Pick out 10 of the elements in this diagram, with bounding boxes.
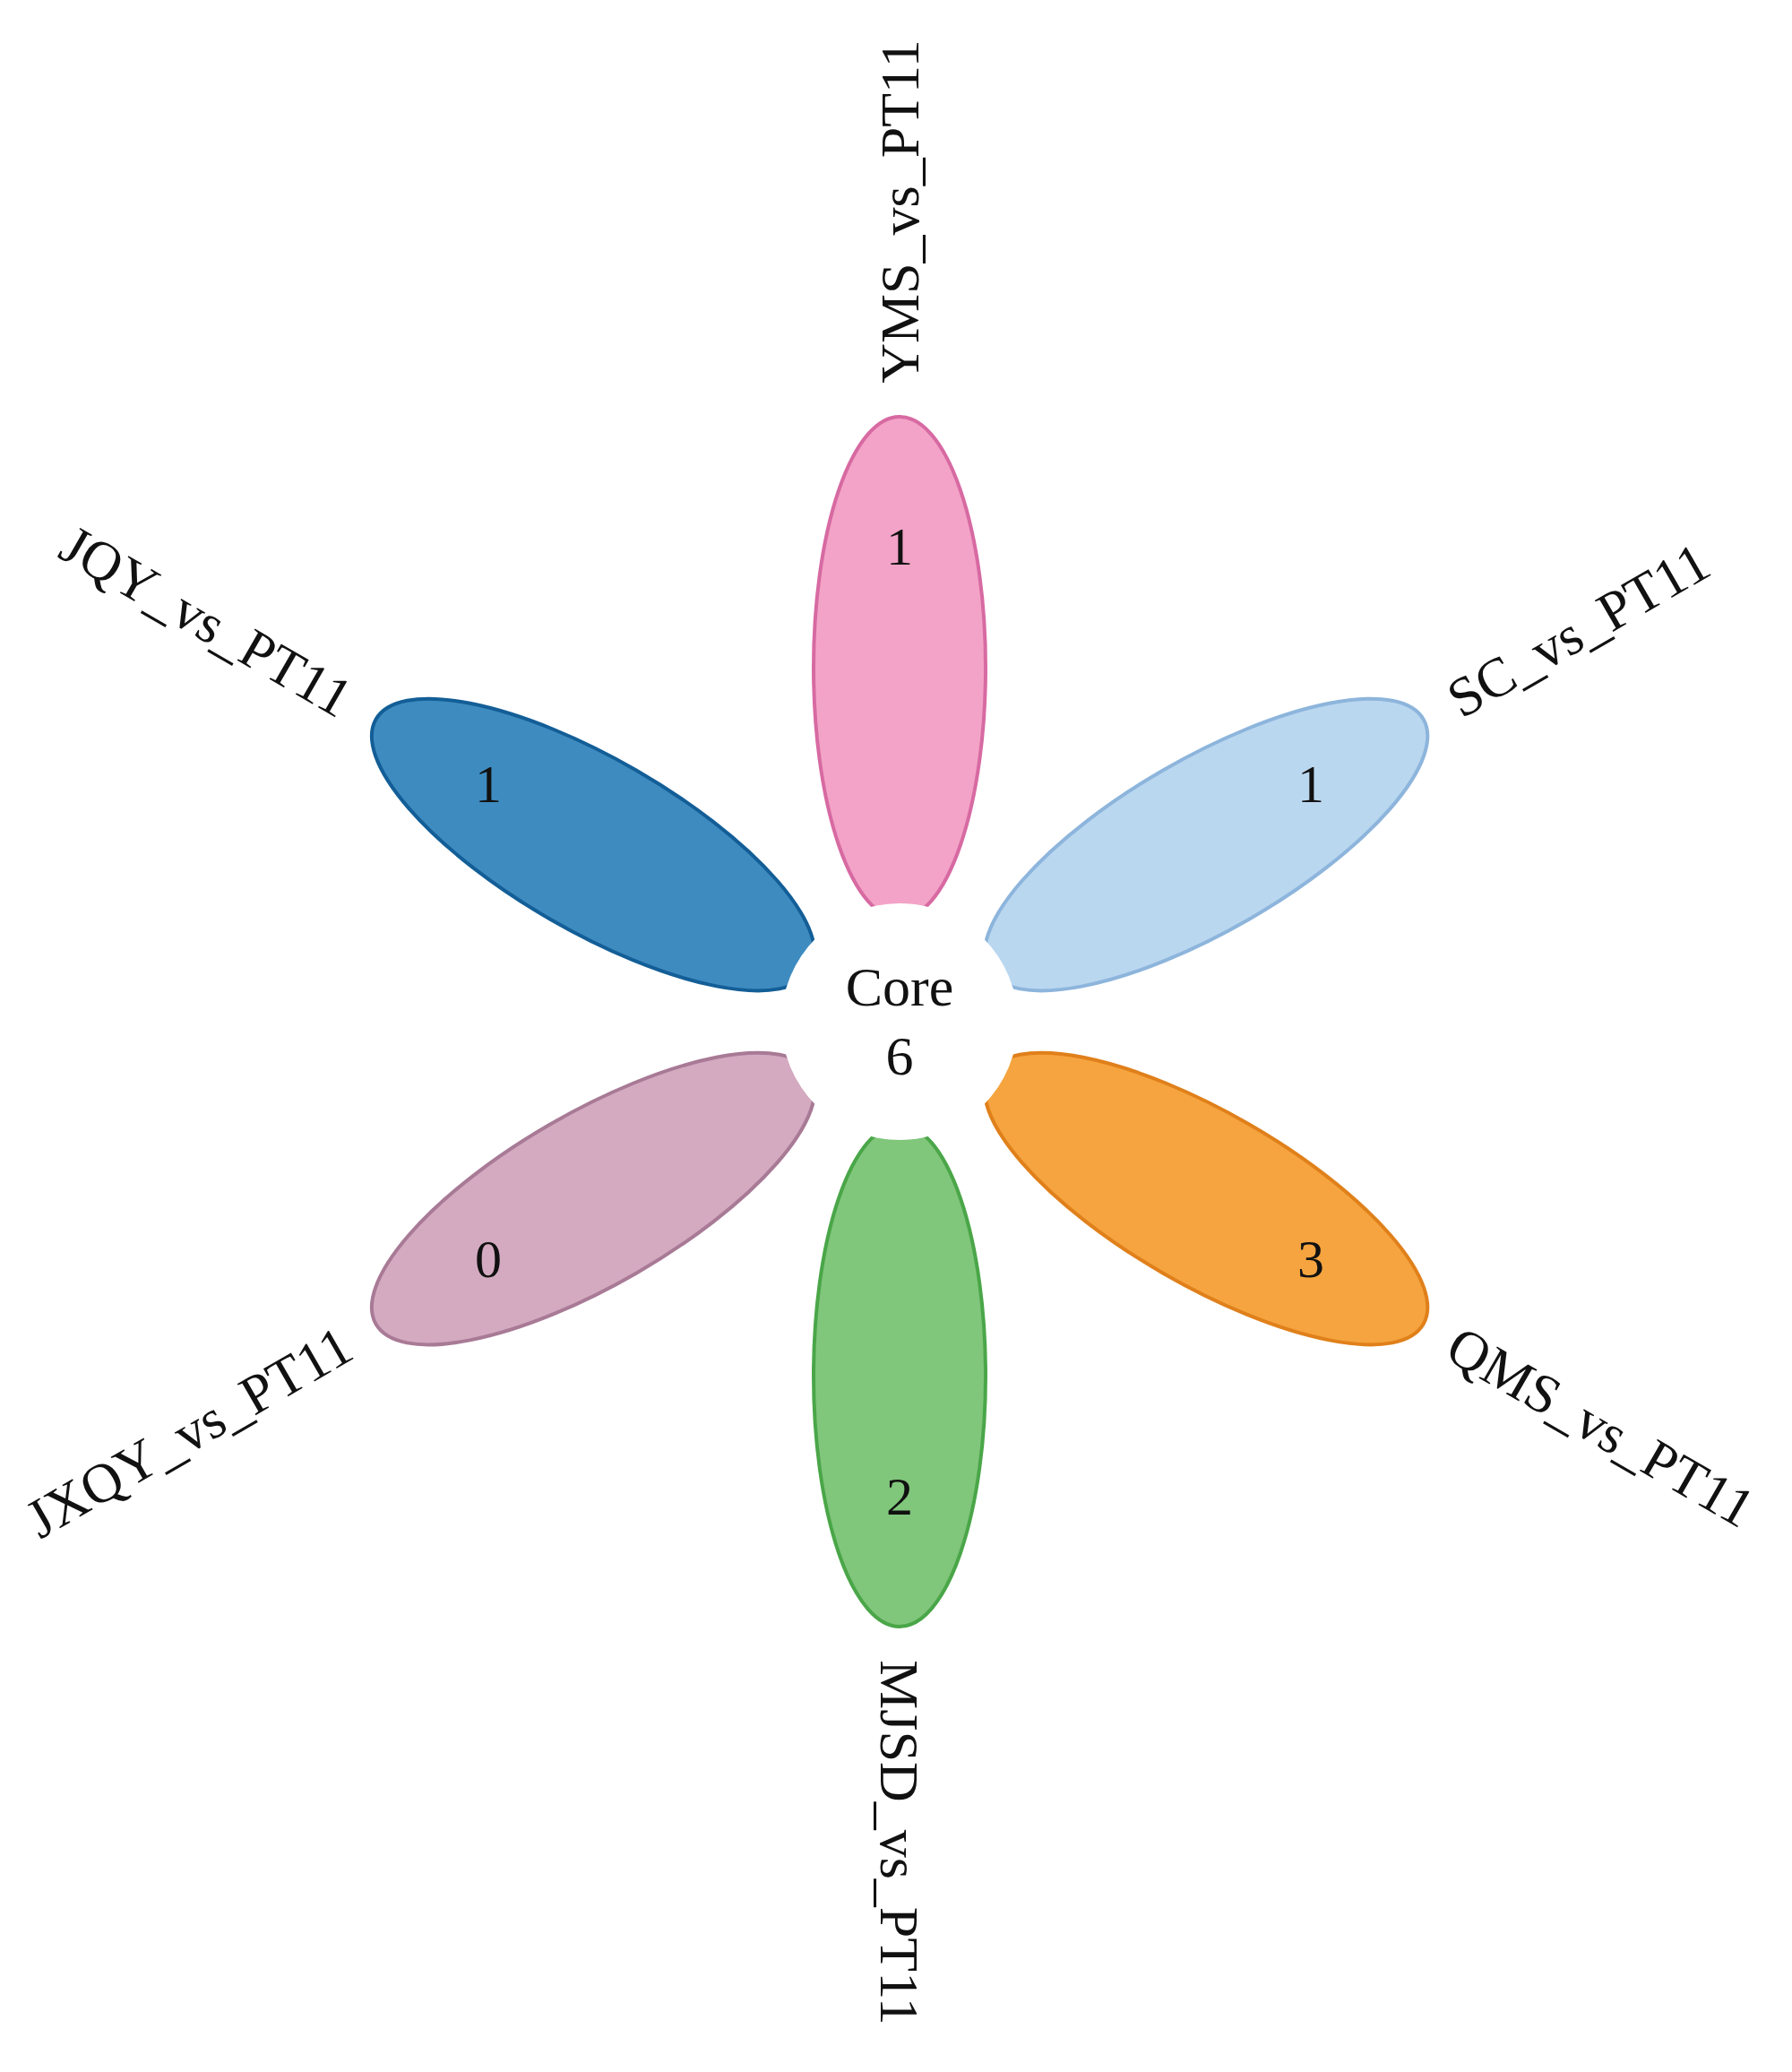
count-number: 2 xyxy=(886,1470,913,1524)
set-label: YMS_vs_PT11 xyxy=(871,39,927,384)
count-number: 1 xyxy=(1297,757,1324,811)
count-number: 3 xyxy=(1297,1232,1324,1286)
count-number: 0 xyxy=(475,1232,502,1286)
set-label: MJSD_vs_PT11 xyxy=(871,1660,927,2025)
count-number: 1 xyxy=(886,520,913,574)
core-text: 6 xyxy=(885,1024,914,1088)
count-number: 1 xyxy=(475,757,502,811)
core-text: Core xyxy=(845,954,954,1019)
